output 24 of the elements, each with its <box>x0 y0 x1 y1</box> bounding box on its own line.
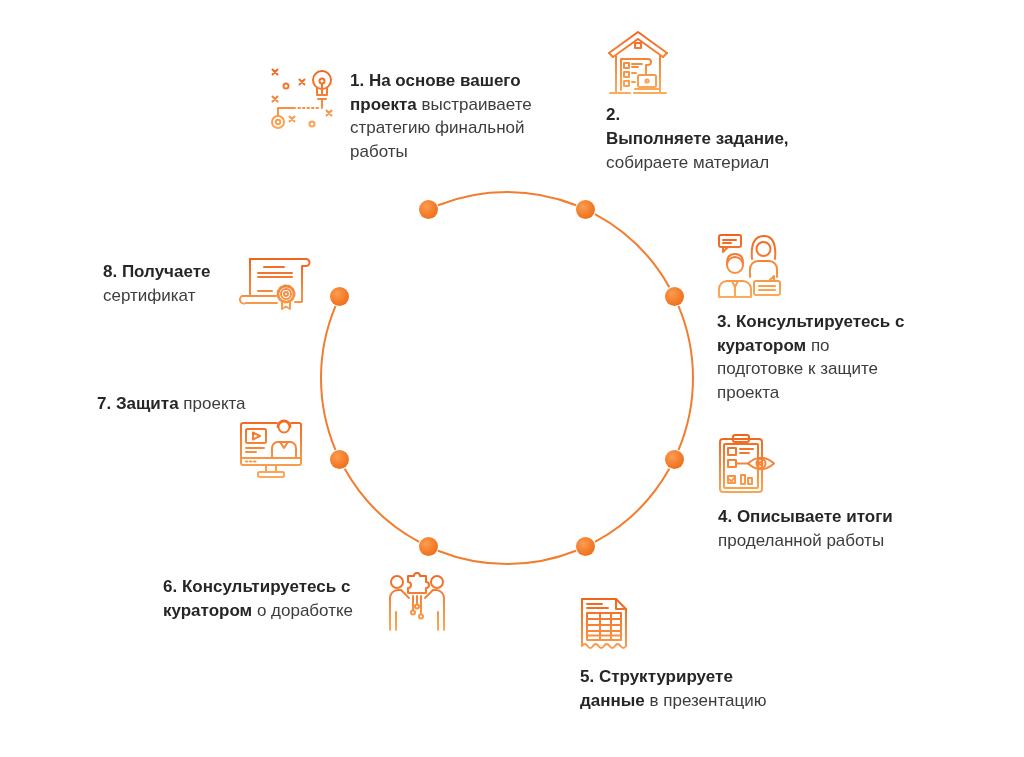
step-dot <box>664 286 684 306</box>
step-dot <box>576 537 596 557</box>
ring-arc <box>437 549 577 565</box>
step-dot <box>418 199 438 219</box>
ring-arc <box>343 467 420 543</box>
ring-arc <box>677 305 694 451</box>
step-text: 6. Консультируетесь с куратором о доработке <box>163 576 355 622</box>
step-text: 2. <box>606 104 622 126</box>
step-text: 3. Консультируетесь с куратором по подготовке к защите проекта <box>717 311 906 404</box>
step-text: Выполняете задание, собираете материал <box>606 128 790 174</box>
step-dot <box>418 537 438 557</box>
step-dot <box>330 286 350 306</box>
step-dot <box>330 450 350 470</box>
ring-arc <box>594 213 671 289</box>
ring-arc <box>320 305 337 451</box>
ring-arc <box>437 191 577 207</box>
step-text: 1. На основе вашего проекта выстраиваете стратегию финальной работы <box>350 70 533 163</box>
step-dot <box>664 450 684 470</box>
step-text: 5. Структурируете данные в презентацию <box>580 666 768 712</box>
step-text: 8. Получаете сертификат <box>103 261 212 307</box>
ring-arc <box>594 467 671 543</box>
step-dot <box>576 199 596 219</box>
step-text: 4. Описываете итоги проделанной работы <box>718 506 894 552</box>
step-text: 7. Защита проекта <box>97 393 247 415</box>
